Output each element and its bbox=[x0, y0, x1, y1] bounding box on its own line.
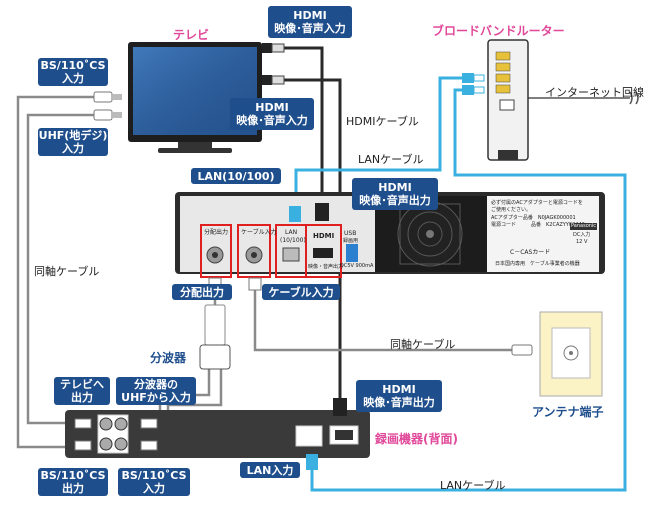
hdmi-cable-label: HDMIケーブル bbox=[346, 115, 419, 128]
stb-port-hdmi-label: HDMI bbox=[313, 232, 335, 240]
lan-in-callout: LAN入力 bbox=[240, 462, 300, 478]
splitter bbox=[199, 304, 231, 370]
tv-uhf-in-line2: 入力 bbox=[62, 142, 84, 155]
stb-adapter2: 電源コード 品番 K2CAZYY00446 bbox=[491, 222, 585, 228]
stb-warn2: ケーブル事業者の機器 bbox=[530, 261, 580, 267]
hdmi-out-stb-line1: HDMI bbox=[378, 181, 412, 194]
rec-uhf-in-line1: 分波器の bbox=[134, 378, 178, 391]
rec-bs-out-line1: BS/110˚CS bbox=[40, 469, 106, 482]
hdmi-in-mid-callout: HDMI 映像･音声入力 bbox=[230, 98, 314, 130]
stb-port-lan-label2: (10/100) bbox=[280, 237, 306, 244]
internet-line-label: インターネット回線 bbox=[545, 86, 644, 99]
cable-in-callout: ケーブル入力 bbox=[262, 284, 340, 300]
internet-line-end bbox=[629, 91, 639, 105]
coax-right-label: 同軸ケーブル bbox=[390, 338, 456, 351]
tv-bs-in-callout: BS/110˚CS 入力 bbox=[38, 58, 108, 86]
coax-cable-bs-tv bbox=[16, 95, 112, 449]
hdmi-in-top-line2: 映像･音声入力 bbox=[274, 22, 346, 35]
tv-uhf-in-line1: UHF(地デジ) bbox=[38, 129, 108, 142]
hdmi-in-top-callout: HDMI 映像･音声入力 bbox=[268, 6, 352, 38]
set-top-box bbox=[175, 192, 605, 274]
hdmi-in-mid-line2: 映像･音声入力 bbox=[236, 114, 308, 127]
rec-bs-in-line2: 入力 bbox=[143, 482, 165, 495]
tv-hdmi-plugs bbox=[262, 43, 285, 85]
coax-cable-antenna bbox=[253, 278, 512, 352]
stb-notice1: 必ず付属のACアダプターと電源コードを bbox=[491, 200, 583, 206]
hdmi-cable-tv-stb bbox=[272, 46, 324, 210]
hdmi-in-mid-line1: HDMI bbox=[255, 101, 289, 114]
stb-split-out-frame bbox=[200, 224, 232, 278]
lan-port-text: LAN(10/100) bbox=[197, 169, 275, 183]
rec-uhf-in-line2: UHFから入力 bbox=[121, 391, 191, 404]
stb-bcas-label: C－CASカード bbox=[510, 249, 551, 256]
antenna-outlet bbox=[511, 311, 603, 397]
recorder-label: 録画機器(背面) bbox=[375, 432, 458, 446]
stb-cable-in-frame bbox=[237, 224, 271, 278]
lan-cable-top-label: LANケーブル bbox=[358, 153, 424, 166]
stb-port-hdmi-sub: 映像・音声出力 bbox=[308, 264, 344, 270]
hdmi-out-stb-callout: HDMI 映像･音声出力 bbox=[352, 178, 438, 210]
rec-tv-out-callout: テレビへ 出力 bbox=[54, 377, 110, 405]
stb-port-split-label: 分配出力 bbox=[204, 229, 229, 236]
hdmi-cable-tv-recorder bbox=[272, 78, 342, 405]
rec-tv-out-line1: テレビへ bbox=[60, 378, 104, 391]
tv-label: テレビ bbox=[173, 28, 210, 42]
stb-brand: Panasonic bbox=[570, 223, 598, 230]
rec-bs-out-line2: 出力 bbox=[62, 482, 84, 495]
recorder-coax-ports bbox=[74, 414, 158, 454]
coax-left-label: 同軸ケーブル bbox=[34, 265, 100, 278]
stb-ports bbox=[206, 244, 358, 264]
router-label: ブロードバンドルーター bbox=[432, 24, 565, 38]
hdmi-out-rec-line2: 映像･音声出力 bbox=[363, 396, 435, 409]
tv-bs-in-line1: BS/110˚CS bbox=[40, 59, 106, 72]
hdmi-out-stb-line2: 映像･音声出力 bbox=[359, 194, 431, 207]
lan-in-text: LAN入力 bbox=[246, 463, 294, 477]
rec-uhf-in-callout: 分波器の UHFから入力 bbox=[116, 377, 196, 405]
router bbox=[487, 39, 529, 161]
rec-bs-out-callout: BS/110˚CS 出力 bbox=[38, 468, 108, 496]
stb-notice2: ご使用ください。 bbox=[491, 207, 532, 213]
stb-usb-label: USB bbox=[344, 230, 357, 237]
splitter-label: 分波器 bbox=[150, 351, 187, 365]
stb-adapter1: ACアダプター品番 N0JAGK000001 bbox=[491, 215, 576, 221]
rec-bs-in-line1: BS/110˚CS bbox=[121, 469, 187, 482]
rec-bs-in-callout: BS/110˚CS 入力 bbox=[118, 468, 190, 496]
lan-port-callout: LAN(10/100) bbox=[191, 168, 281, 184]
stb-usb-sub2: DC5V 900mA bbox=[340, 263, 374, 269]
stb-port-cable-label: ケーブル入力 bbox=[241, 229, 277, 236]
recorder-plugs bbox=[306, 398, 347, 470]
router-lan-plugs bbox=[462, 73, 485, 95]
hdmi-out-rec-callout: HDMI 映像･音声出力 bbox=[356, 380, 442, 412]
tv-uhf-in-callout: UHF(地デジ) 入力 bbox=[38, 128, 108, 156]
tv-coax-plugs bbox=[93, 91, 122, 121]
split-out-callout: 分配出力 bbox=[172, 284, 232, 300]
coax-cable-uhf-tv bbox=[26, 113, 112, 425]
stb-plugs bbox=[208, 203, 329, 291]
lan-cable-bottom-label: LANケーブル bbox=[440, 479, 506, 492]
rec-tv-out-line2: 出力 bbox=[71, 391, 93, 404]
split-out-text: 分配出力 bbox=[180, 285, 224, 299]
antenna-label: アンテナ端子 bbox=[532, 405, 604, 419]
tv-bs-in-line2: 入力 bbox=[62, 72, 84, 85]
stb-dc-in1: DC入力 bbox=[573, 232, 591, 238]
stb-port-lan-label1: LAN bbox=[285, 229, 298, 236]
stb-usb-sub1: 録画用 bbox=[343, 238, 359, 244]
lan-cable-router-recorder bbox=[310, 88, 627, 492]
stb-hdmi-frame bbox=[305, 224, 342, 278]
hdmi-out-rec-line1: HDMI bbox=[382, 383, 416, 396]
stb-warn1: 日本国内専用 bbox=[495, 261, 526, 267]
cable-in-text: ケーブル入力 bbox=[268, 285, 334, 299]
hdmi-in-top-line1: HDMI bbox=[293, 9, 327, 22]
stb-dc-in2: 12 V bbox=[576, 239, 588, 245]
